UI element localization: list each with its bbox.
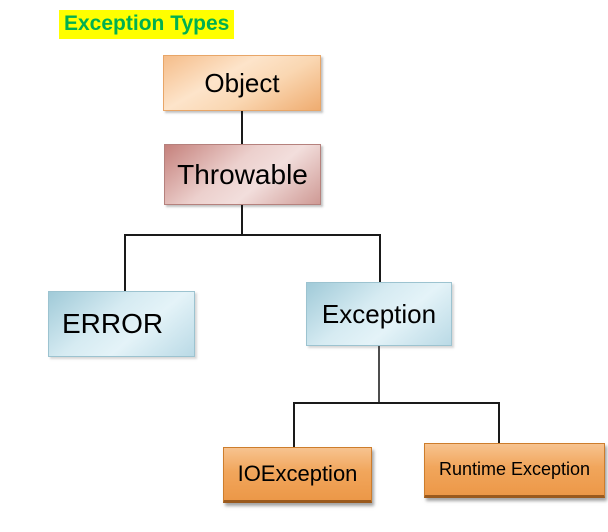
node-throwable: Throwable bbox=[164, 144, 321, 205]
node-object: Object bbox=[163, 55, 321, 111]
diagram-title: Exception Types bbox=[59, 10, 235, 39]
edge-object-throwable bbox=[241, 111, 243, 144]
node-object-label: Object bbox=[204, 67, 280, 98]
edge-throwable-exception bbox=[379, 234, 381, 282]
edge-exception-branch-bar bbox=[293, 402, 500, 404]
edge-exception-runtime bbox=[498, 402, 500, 443]
node-runtime-exception-label: Runtime Exception bbox=[438, 459, 591, 479]
edge-throwable-branch-bar bbox=[124, 234, 381, 236]
node-error: ERROR bbox=[48, 291, 195, 357]
node-ioexception: IOException bbox=[223, 447, 372, 503]
node-exception: Exception bbox=[306, 282, 452, 346]
node-exception-label: Exception bbox=[321, 298, 437, 329]
edge-exception-stem bbox=[378, 346, 380, 403]
node-runtime-exception: Runtime Exception bbox=[424, 443, 605, 498]
edge-throwable-error bbox=[124, 234, 126, 291]
edge-exception-ioexception bbox=[293, 402, 295, 447]
node-ioexception-label: IOException bbox=[237, 461, 358, 486]
node-error-label: ERROR bbox=[62, 308, 164, 339]
edge-throwable-stem bbox=[241, 205, 243, 235]
node-throwable-label: Throwable bbox=[177, 158, 308, 190]
